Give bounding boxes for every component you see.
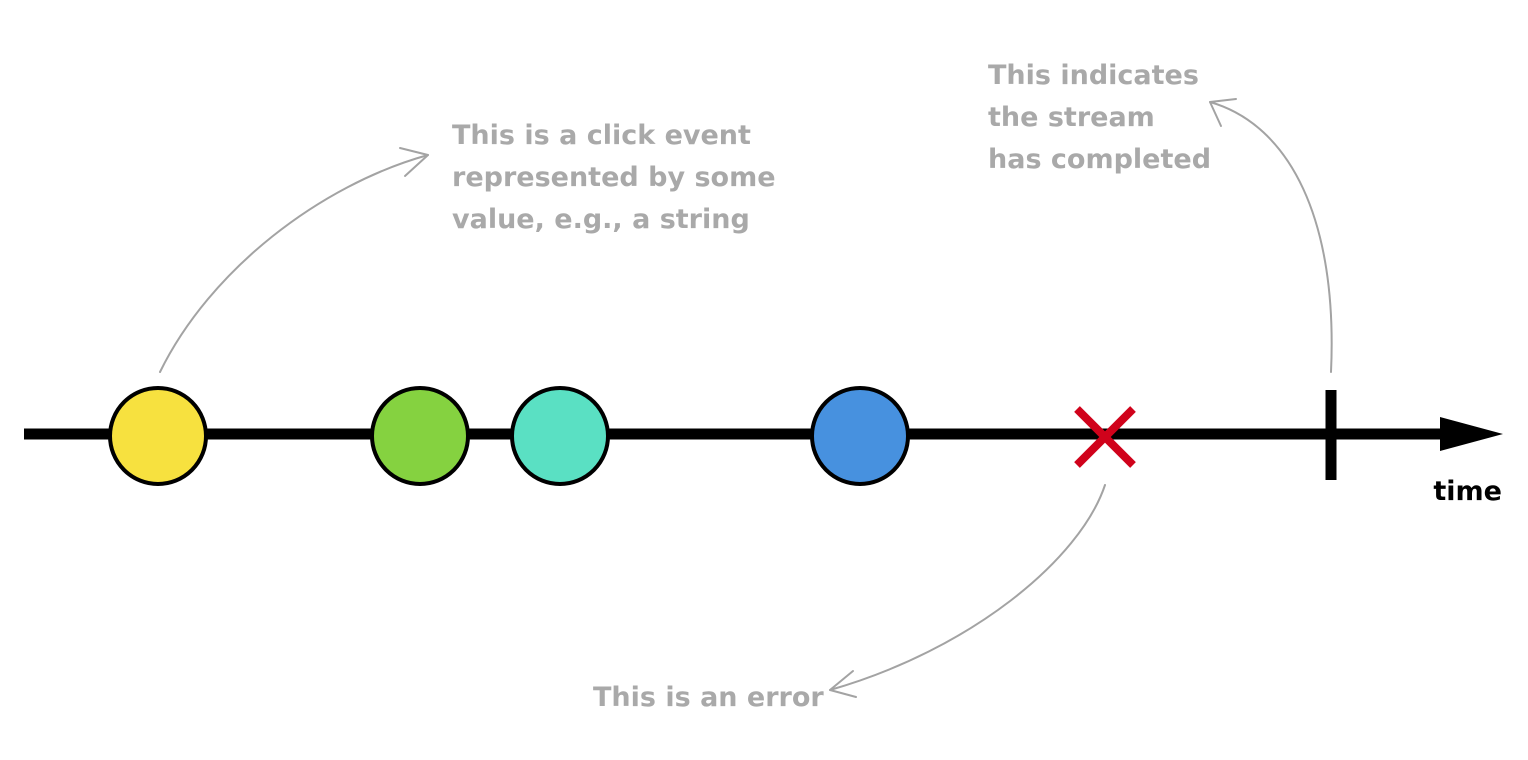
- annotation-click-event-line-2: represented by some: [452, 162, 776, 193]
- annotation-error-line-1: This is an error: [593, 682, 824, 713]
- annotation-completed-line-1: This indicates: [988, 60, 1199, 91]
- annotation-completed-line-3: has completed: [988, 144, 1211, 175]
- event-marble-yellow: [108, 386, 208, 486]
- annotation-error: This is an error: [593, 682, 824, 713]
- error-cross-icon: [1074, 406, 1136, 468]
- event-marble-green: [370, 386, 470, 486]
- annotation-completed-line-2: the stream: [988, 102, 1155, 133]
- axis-arrowhead-icon: [1440, 417, 1503, 451]
- pointer-click-event: [159, 147, 429, 373]
- event-marble-teal: [510, 386, 610, 486]
- pointer-error: [829, 484, 1106, 698]
- annotation-completed: This indicates the stream has completed: [988, 60, 1211, 175]
- annotation-click-event: This is a click event represented by som…: [452, 120, 785, 235]
- event-marble-blue: [810, 386, 910, 486]
- annotation-click-event-line-1: This is a click event: [452, 120, 751, 151]
- annotation-click-event-line-3: value, e.g., a string: [452, 204, 750, 235]
- pointer-completed: [1209, 98, 1333, 373]
- axis-label-time: time: [1433, 476, 1502, 507]
